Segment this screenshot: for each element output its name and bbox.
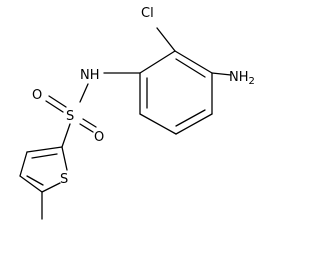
bond-th-c2-c3-inner [31,153,58,159]
bond-c2-c3-inner [175,58,206,78]
amine-label: NH2 [229,70,255,87]
benzene-ring [139,50,213,135]
bond-c4-c5-inner [175,109,206,127]
bond-s-o-top-b [45,100,64,113]
bond-c4-c5 [175,113,213,135]
thiophene-s-label: S [60,172,68,187]
bond-c5-c6 [139,113,177,135]
bond-th-c4-c5-inner [26,175,44,186]
bond-s-o-bottom-a [82,118,97,128]
bond-th-c3-c4 [19,151,28,177]
bond-th-s-c2 [61,146,68,171]
bond-th-c2-c3 [26,146,63,153]
bond-nh-s [79,83,89,103]
bond-c1-c2 [139,50,176,74]
bond-s-thiophene [61,123,71,148]
sulfonamide-nh-label: NH [80,68,100,83]
thiophene-ring [19,146,68,193]
bond-ring-nh2 [211,72,232,76]
oxygen-top-label: O [32,88,42,103]
bond-th-c4-c5 [19,175,43,193]
chlorine-label: Cl [141,6,154,21]
chemical-structure: Cl NH2 NH S O O S [19,6,255,220]
bond-ring-cl [156,27,176,52]
bond-s-o-top-a [48,95,67,108]
sulfonyl-s-label: S [66,109,74,124]
bond-c2-c3 [174,50,213,74]
oxygen-bottom-label: O [94,130,104,145]
bond-th-c5-s [41,182,61,193]
bond-s-o-bottom-b [79,123,94,133]
